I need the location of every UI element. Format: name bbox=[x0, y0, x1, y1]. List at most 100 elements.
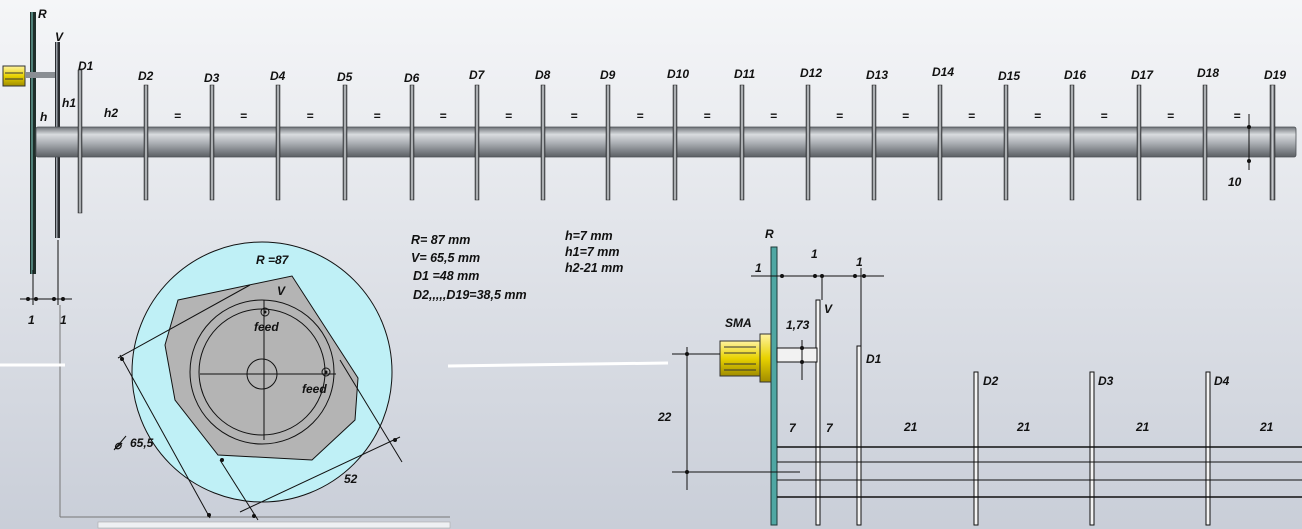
director-rod-d10 bbox=[672, 84, 678, 201]
equal-spacing-mark: = bbox=[902, 109, 909, 123]
director-rod-d15 bbox=[1003, 84, 1009, 201]
director-rod-d6 bbox=[409, 84, 415, 201]
director-rod-d19 bbox=[1269, 84, 1276, 201]
director-rod-d11 bbox=[739, 84, 745, 201]
side-d2 bbox=[973, 371, 979, 526]
director-rod-d3 bbox=[209, 84, 215, 201]
feed-right-label: feed bbox=[302, 382, 327, 396]
director-rod-d17 bbox=[1136, 84, 1142, 201]
reflector-label: R bbox=[38, 7, 47, 21]
dim-7a: 7 bbox=[789, 421, 797, 435]
side-d3-label: D3 bbox=[1098, 374, 1114, 388]
vibrator-label: V bbox=[55, 30, 64, 44]
director-label-d4: D4 bbox=[270, 69, 286, 83]
feed-top-label: feed bbox=[254, 320, 279, 334]
equal-spacing-mark: = bbox=[770, 109, 777, 123]
dim-1-left: 1 bbox=[755, 261, 762, 275]
equal-spacing-mark: = bbox=[174, 109, 181, 123]
side-d4 bbox=[1205, 371, 1211, 526]
side-reflector-label: R bbox=[765, 227, 774, 241]
equal-spacing-mark: = bbox=[1034, 109, 1041, 123]
equal-spacing-mark: = bbox=[307, 109, 314, 123]
diameter-label: 65,5 bbox=[130, 436, 154, 450]
diameter-symbol: ⌀ bbox=[114, 438, 123, 452]
dim-1-mid: 1 bbox=[811, 247, 818, 261]
equal-spacing-mark: = bbox=[836, 109, 843, 123]
director-rod-d2 bbox=[143, 84, 149, 201]
equal-spacing-mark: = bbox=[440, 109, 447, 123]
dim-21-a: 21 bbox=[903, 420, 918, 434]
director-label-d19: D19 bbox=[1264, 68, 1286, 82]
vibrator-thickness-label: 1 bbox=[60, 313, 67, 327]
director-label-d6: D6 bbox=[404, 71, 420, 85]
front-vibrator-label: V bbox=[277, 284, 286, 298]
side-section-view: R SMA V D1 D2 D3 D4 1 1 1 1,73 22 7 7 21… bbox=[657, 227, 1302, 526]
director-label-d13: D13 bbox=[866, 68, 888, 82]
side-reflector bbox=[770, 246, 778, 526]
director-rod-d8 bbox=[540, 84, 546, 201]
dim-21-b: 21 bbox=[1016, 420, 1031, 434]
director-label-d12: D12 bbox=[800, 66, 822, 80]
director-rod-d16 bbox=[1069, 84, 1075, 201]
dim-21-d: 21 bbox=[1259, 420, 1274, 434]
equal-spacing-mark: = bbox=[505, 109, 512, 123]
spec-d2-d19: D2,,,,,D19=38,5 mm bbox=[413, 288, 527, 302]
front-radius-label: R =87 bbox=[256, 253, 290, 267]
director-label-d8: D8 bbox=[535, 68, 551, 82]
director-label-d17: D17 bbox=[1131, 68, 1154, 82]
side-d2-label: D2 bbox=[983, 374, 999, 388]
director-label-d1: D1 bbox=[78, 59, 94, 73]
dim-1-73: 1,73 bbox=[786, 318, 810, 332]
director-rod-d5 bbox=[342, 84, 348, 201]
director-label-d9: D9 bbox=[600, 68, 616, 82]
director-rod-d9 bbox=[605, 84, 611, 201]
dim-7b: 7 bbox=[826, 421, 834, 435]
director-label-d14: D14 bbox=[932, 65, 954, 79]
director-label-d2: D2 bbox=[138, 69, 154, 83]
element-sizes-block: R= 87 mm V= 65,5 mm D1 =48 mm D2,,,,,D19… bbox=[411, 233, 527, 302]
director-label-d10: D10 bbox=[667, 67, 689, 81]
equal-spacing-mark: = bbox=[571, 109, 578, 123]
sma-label: SMA bbox=[725, 316, 752, 330]
director-label-d18: D18 bbox=[1197, 66, 1219, 80]
director-rod-d7 bbox=[474, 84, 480, 201]
side-d4-label: D4 bbox=[1214, 374, 1230, 388]
equal-spacing-mark: = bbox=[1234, 109, 1241, 123]
spec-v: V= 65,5 mm bbox=[411, 251, 480, 265]
boom-dimension-label: 10 bbox=[1228, 175, 1242, 189]
gap-h1-label: h1 bbox=[62, 96, 76, 110]
equal-spacing-mark: = bbox=[1167, 109, 1174, 123]
side-vibrator-label: V bbox=[824, 302, 833, 316]
director-label-d7: D7 bbox=[469, 68, 486, 82]
dim-22: 22 bbox=[657, 410, 672, 424]
equal-spacing-mark: = bbox=[1101, 109, 1108, 123]
director-label-d16: D16 bbox=[1064, 68, 1086, 82]
director-rod-d4 bbox=[275, 84, 281, 201]
spec-d1: D1 =48 mm bbox=[413, 269, 479, 283]
gap-h1: h1=7 mm bbox=[565, 245, 620, 259]
dim-1-right: 1 bbox=[856, 255, 863, 269]
side-vibrator bbox=[815, 299, 821, 526]
sma-connector bbox=[719, 340, 761, 377]
side-d3 bbox=[1089, 371, 1095, 526]
gap-h2: h2-21 mm bbox=[565, 261, 623, 275]
director-label-d5: D5 bbox=[337, 70, 353, 84]
vibrator-plate-shape bbox=[164, 275, 359, 461]
director-rod-d1 bbox=[77, 69, 83, 214]
equal-spacing-mark: = bbox=[704, 109, 711, 123]
director-rod-d12 bbox=[805, 84, 811, 201]
side-d1-label: D1 bbox=[866, 352, 882, 366]
director-rod-d18 bbox=[1202, 84, 1208, 201]
equal-spacing-mark: = bbox=[374, 109, 381, 123]
front-view: R =87 V feed feed ⌀ 65,5 52 bbox=[0, 241, 669, 529]
dim-21-c: 21 bbox=[1135, 420, 1150, 434]
gap-h2-label: h2 bbox=[104, 106, 118, 120]
director-label-d3: D3 bbox=[204, 71, 220, 85]
director-label-d15: D15 bbox=[998, 69, 1020, 83]
director-label-d11: D11 bbox=[734, 67, 755, 81]
equal-spacing-mark: = bbox=[637, 109, 644, 123]
spec-r: R= 87 mm bbox=[411, 233, 470, 247]
